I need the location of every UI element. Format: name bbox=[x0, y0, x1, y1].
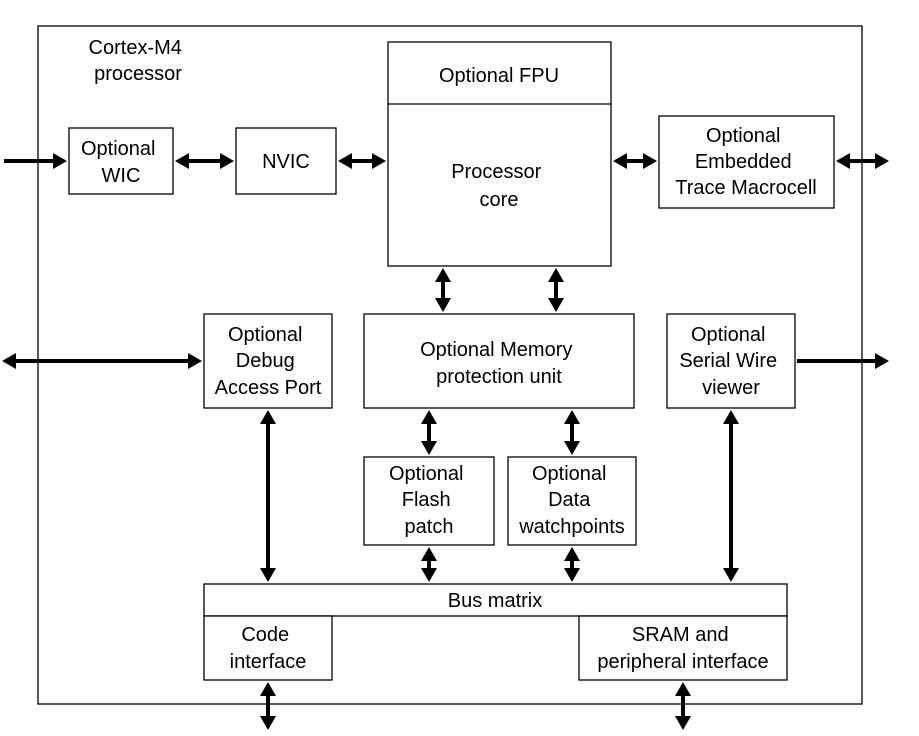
core-mpu-left-arrow-end-head bbox=[435, 298, 451, 312]
fpu-label: Optional FPU bbox=[439, 65, 559, 87]
mpu-flash-arrow-start-head bbox=[421, 410, 437, 424]
nvic-core-arrow-start-head bbox=[338, 153, 352, 169]
flash-bus-arrow-start-head bbox=[421, 547, 437, 561]
mpu-label: Optional Memory protection unit bbox=[420, 339, 578, 388]
processor-core-block bbox=[387, 41, 612, 267]
mpu-flash-arrow-end-head bbox=[421, 441, 437, 455]
dwt-bus-arrow-end-head bbox=[564, 568, 580, 582]
mpu-dwt-arrow-start-head bbox=[564, 410, 580, 424]
connection-arrows bbox=[2, 153, 889, 730]
etm-label: Optional Embedded Trace Macrocell bbox=[675, 125, 817, 199]
nvic-block bbox=[235, 127, 337, 195]
swv-block bbox=[666, 313, 796, 409]
processor-label: Cortex-M4 processor bbox=[89, 37, 188, 85]
code-interface-label: Code interface bbox=[230, 624, 307, 673]
wic-label: Optional WIC bbox=[81, 138, 161, 187]
swv-label: Optional Serial Wire viewer bbox=[679, 324, 782, 399]
mpu-dwt-arrow-end-head bbox=[564, 441, 580, 455]
input-to-wic-arrow-end-head bbox=[53, 153, 67, 169]
code-interface-arrow-start-head bbox=[260, 682, 276, 696]
data-watchpoints-label: Optional Data watchpoints bbox=[518, 463, 625, 538]
swv-output-arrow-end-head bbox=[875, 353, 889, 369]
mpu-block bbox=[363, 313, 635, 409]
flash-patch-block bbox=[363, 456, 495, 546]
wic-nvic-arrow-start-head bbox=[175, 153, 189, 169]
processor-core-label: Processor core bbox=[451, 161, 547, 211]
processor-boundary bbox=[37, 25, 863, 705]
core-mpu-right-arrow-end-head bbox=[548, 298, 564, 312]
flash-patch-label: Optional Flash patch bbox=[389, 463, 469, 538]
core-etm-arrow-end-head bbox=[643, 153, 657, 169]
code-interface-arrow-end-head bbox=[260, 716, 276, 730]
flash-bus-arrow-end-head bbox=[421, 568, 437, 582]
sram-interface-label: SRAM and peripheral interface bbox=[597, 624, 768, 673]
core-mpu-left-arrow-start-head bbox=[435, 268, 451, 282]
swv-bus-arrow-end-head bbox=[723, 568, 739, 582]
wic-nvic-arrow-end-head bbox=[220, 153, 234, 169]
bus-matrix-label: Bus matrix bbox=[448, 590, 542, 612]
etm-block bbox=[658, 115, 835, 209]
nvic-label: NVIC bbox=[262, 151, 310, 173]
dap-bus-arrow-start-head bbox=[260, 410, 276, 424]
etm-output-arrow-end-head bbox=[875, 153, 889, 169]
dap-external-arrow-start-head bbox=[2, 353, 16, 369]
code-interface-block bbox=[203, 615, 333, 681]
dap-bus-arrow-end-head bbox=[260, 568, 276, 582]
etm-output-arrow-start-head bbox=[836, 153, 850, 169]
sram-interface-arrow-end-head bbox=[675, 716, 691, 730]
dap-block bbox=[203, 313, 333, 409]
sram-interface-arrow-start-head bbox=[675, 682, 691, 696]
dap-label: Optional Debug Access Port bbox=[215, 324, 322, 399]
data-watchpoints-block bbox=[507, 456, 637, 546]
core-etm-arrow-start-head bbox=[613, 153, 627, 169]
sram-interface-block bbox=[578, 615, 788, 681]
wic-block bbox=[68, 127, 174, 195]
nvic-core-arrow-end-head bbox=[372, 153, 386, 169]
dap-external-arrow-end-head bbox=[188, 353, 202, 369]
swv-bus-arrow-start-head bbox=[723, 410, 739, 424]
core-mpu-right-arrow-start-head bbox=[548, 268, 564, 282]
dwt-bus-arrow-start-head bbox=[564, 547, 580, 561]
bus-matrix-block bbox=[203, 583, 788, 617]
